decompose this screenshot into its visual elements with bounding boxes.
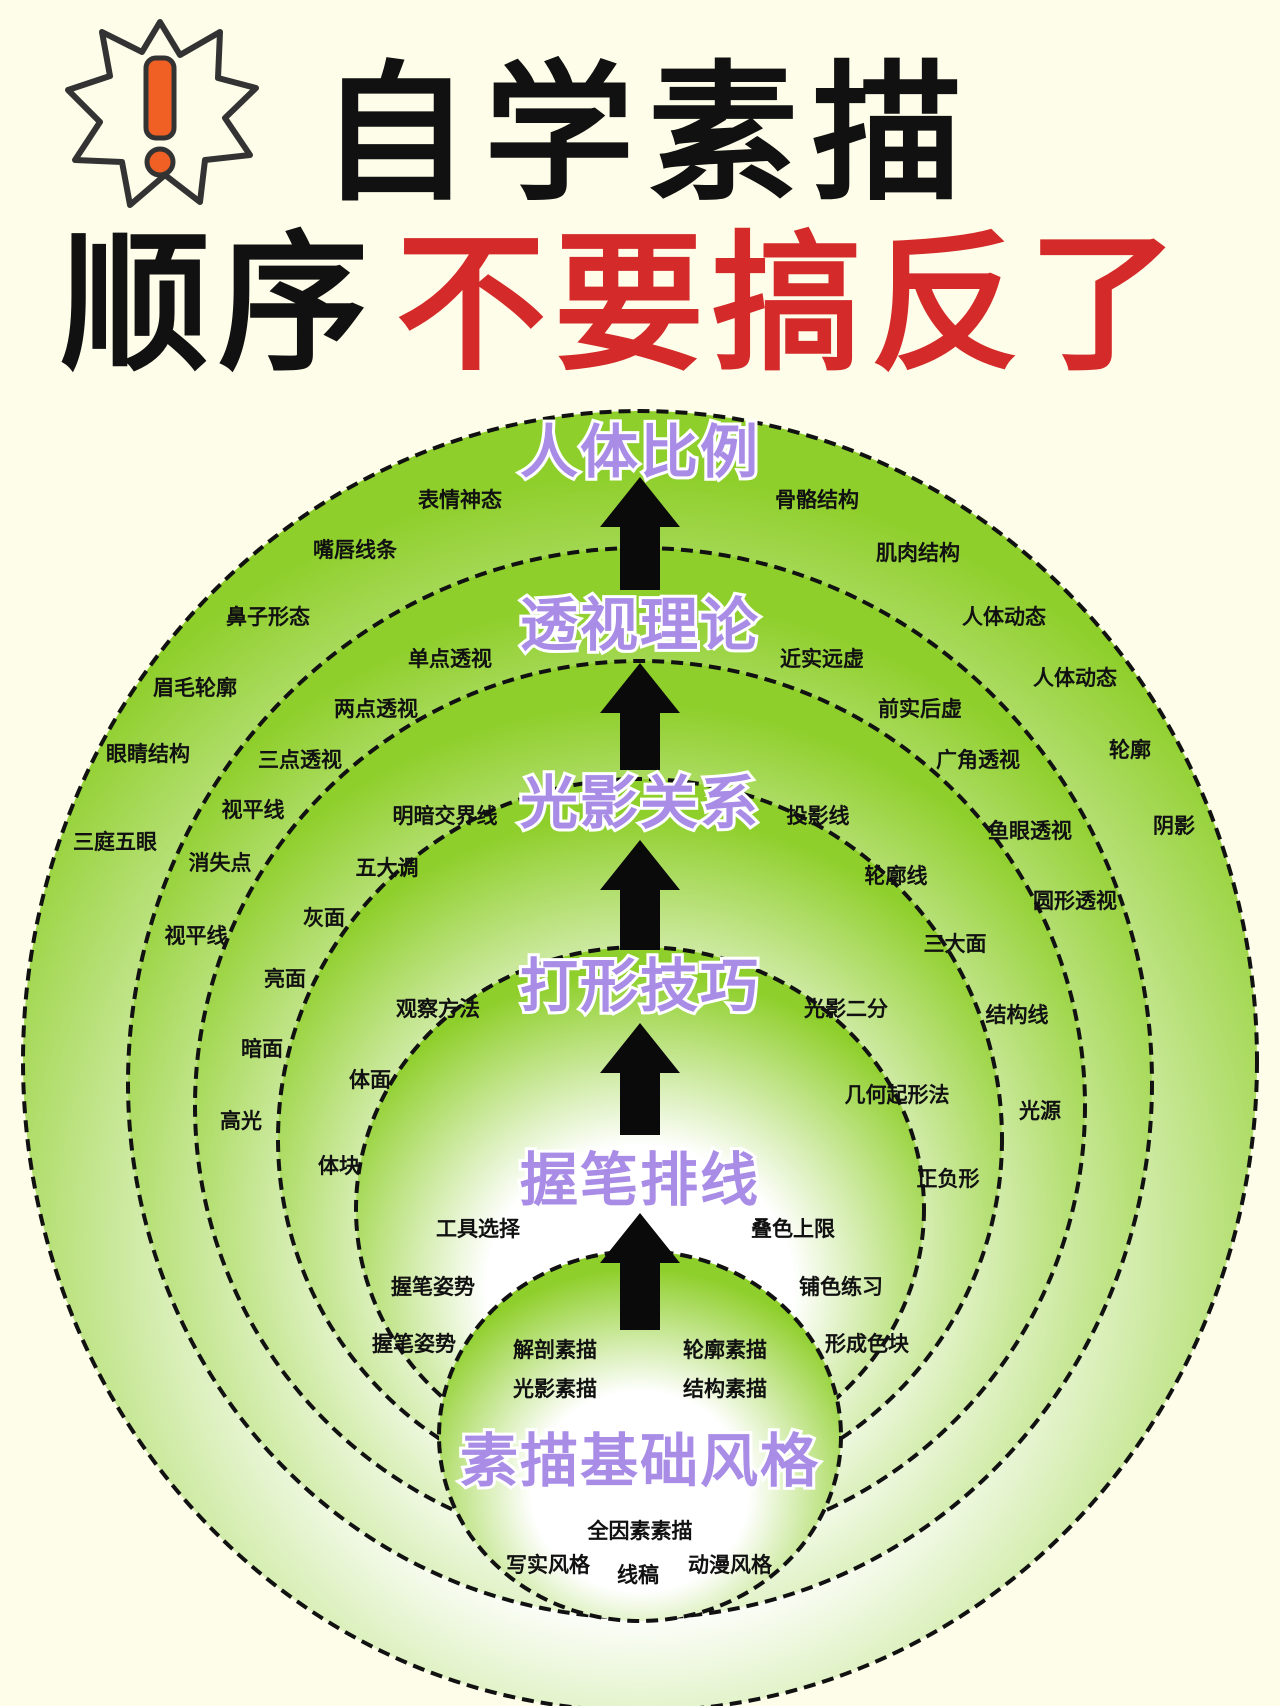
ring-label-1: 人体比例 (520, 418, 760, 486)
ring-6 (437, 1249, 843, 1623)
tag: 轮廓线 (865, 864, 928, 888)
tag: 灰面 (303, 906, 345, 930)
tag: 工具选择 (436, 1217, 521, 1241)
tag: 骨骼结构 (775, 488, 859, 512)
tag: 广角透视 (936, 748, 1020, 772)
tag: 暗面 (241, 1037, 283, 1061)
tag: 眼睛结构 (106, 742, 190, 766)
tag: 鱼眼透视 (988, 819, 1072, 843)
tag: 肌肉结构 (876, 541, 960, 565)
tag: 视平线 (222, 798, 285, 822)
up-arrow-icon (600, 477, 680, 590)
tag: 三大面 (924, 932, 987, 956)
tag: 人体动态 (962, 605, 1046, 629)
tag: 观察方法 (396, 997, 480, 1021)
tag: 线稿 (617, 1563, 659, 1587)
tag: 前实后虚 (878, 697, 962, 721)
tag: 轮廓 (1109, 738, 1151, 762)
tag: 嘴唇线条 (313, 538, 398, 562)
tag: 三点透视 (258, 748, 342, 772)
tag: 投影线 (787, 804, 850, 828)
tag: 全因素素描 (587, 1519, 693, 1543)
tag: 体块 (318, 1154, 361, 1178)
tag: 鼻子形态 (226, 605, 310, 629)
tag: 五大调 (356, 856, 419, 880)
tag: 结构线 (986, 1003, 1049, 1027)
tag: 高光 (220, 1109, 262, 1133)
tag: 几何起形法 (845, 1083, 950, 1107)
tag: 解剖素描 (513, 1338, 597, 1362)
tag: 三庭五眼 (73, 830, 157, 854)
page-title: 自学素描 (320, 48, 977, 222)
up-arrow-icon (600, 840, 680, 950)
ring-label-6: 素描基础风格 (460, 1427, 820, 1495)
tag: 铺色练习 (799, 1275, 883, 1299)
tag: 视平线 (165, 924, 228, 948)
tag: 两点透视 (334, 697, 418, 721)
tag: 消失点 (189, 851, 252, 875)
nested-ring-diagram: 人体比例 透视理论 光影关系 打形技巧 握笔排线 素描基础风格 表情神态 嘴唇线… (21, 409, 1259, 1706)
tag: 体面 (349, 1068, 391, 1092)
tag: 表情神态 (418, 488, 502, 512)
tag: 光影素描 (512, 1377, 597, 1401)
subtitle-black: 顺序 (60, 218, 377, 392)
tag: 握笔姿势 (391, 1275, 475, 1299)
ring-label-5: 握笔排线 (520, 1146, 760, 1214)
tag: 眉毛轮廓 (153, 676, 237, 700)
up-arrow-icon (600, 1213, 680, 1330)
tag: 圆形透视 (1033, 889, 1117, 913)
tag: 正负形 (917, 1167, 980, 1191)
page-subtitle: 顺序不要搞反了 (60, 215, 1240, 395)
tag: 动漫风格 (688, 1553, 773, 1577)
ring-label-2: 透视理论 (520, 591, 760, 659)
tag: 写实风格 (506, 1553, 591, 1577)
tag: 叠色上限 (751, 1217, 835, 1241)
tag: 形成色块 (825, 1332, 910, 1356)
tag: 明暗交界线 (393, 804, 498, 828)
tag: 单点透视 (408, 647, 492, 671)
up-arrow-icon (600, 1023, 680, 1135)
tag: 近实远虚 (780, 647, 864, 671)
subtitle-red: 不要搞反了 (396, 218, 1187, 392)
ring-label-3: 光影关系 (520, 769, 760, 837)
tag: 光影二分 (803, 997, 888, 1021)
tag: 结构素描 (683, 1377, 767, 1401)
tag: 握笔姿势 (372, 1332, 456, 1356)
tag: 亮面 (264, 967, 306, 991)
tag: 人体动态 (1033, 666, 1117, 690)
tag: 轮廓素描 (683, 1338, 767, 1362)
tag: 光源 (1018, 1099, 1061, 1123)
tag: 阴影 (1153, 814, 1195, 838)
exclamation-burst-icon (65, 19, 259, 208)
up-arrow-icon (600, 663, 680, 770)
ring-label-4: 打形技巧 (520, 952, 760, 1020)
